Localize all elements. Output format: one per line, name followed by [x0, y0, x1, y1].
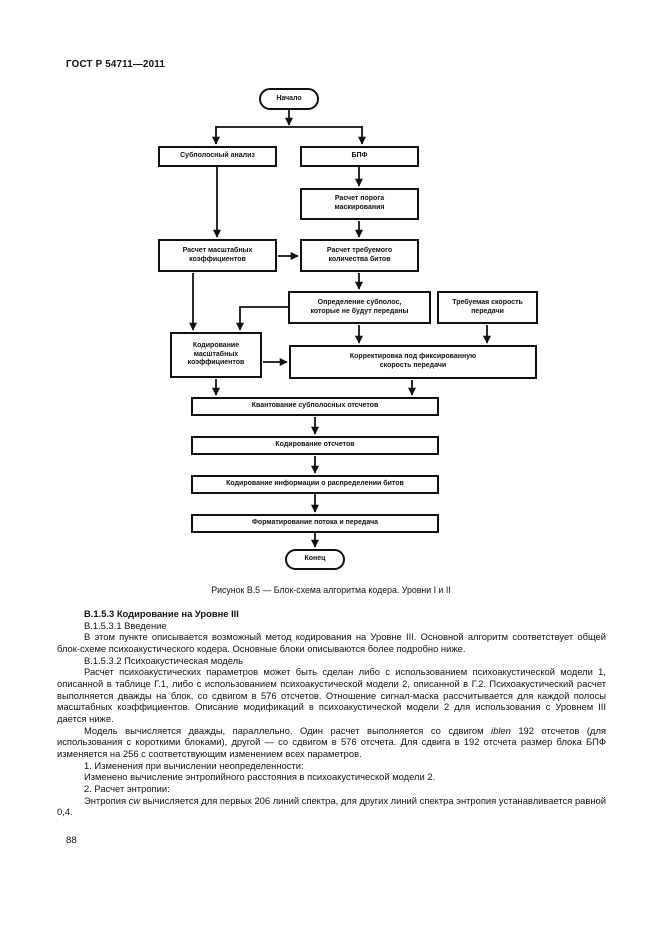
text-segment: Модель вычисляется дважды, параллельно. …: [84, 724, 492, 736]
flow-node-bitalloc-coding: Кодирование информации о распределении б…: [191, 475, 439, 494]
paragraph-psychoacoustic: Расчет психоакустических параметров може…: [57, 666, 606, 724]
flow-node-rate-adjust: Корректировка под фиксированную скорость…: [289, 345, 537, 379]
figure-caption: Рисунок В.5 — Блок-схема алгоритма кодер…: [211, 585, 451, 595]
paragraph-model-calc: Модель вычисляется дважды, параллельно. …: [57, 725, 606, 760]
flow-node-required-bitrate: Требуемая скорость передачи: [437, 291, 538, 324]
flow-node-start: Начало: [259, 88, 319, 110]
flow-node-sample-coding: Кодирование отсчетов: [191, 436, 439, 455]
flow-node-quantize: Квантование субполосных отсчетов: [191, 397, 439, 416]
text-segment: 192 отсчетов (для использования с коротк…: [57, 724, 606, 759]
flow-node-end: Конец: [285, 549, 345, 570]
page-number: 88: [66, 835, 77, 846]
italic-term-iblen: iblen: [491, 724, 511, 736]
flow-node-subband-select: Определение субполос, которые не будут п…: [288, 291, 431, 324]
flow-node-scalefactor-calc: Расчет масштабных коэффициентов: [158, 239, 277, 272]
document-header: ГОСТ Р 54711—2011: [66, 59, 165, 70]
flow-node-subband-analysis: Субполосный анализ: [158, 146, 277, 167]
body-text: В.1.5.3 Кодирование на Уровне III В.1.5.…: [57, 608, 606, 818]
subsection-heading-intro: В.1.5.3.1 Введение: [84, 619, 167, 631]
paragraph-entropy: Энтропия cw вычисляется для первых 206 л…: [57, 795, 606, 818]
flow-node-fft: БПФ: [300, 146, 419, 167]
paragraph-intro: В этом пункте описывается возможный мето…: [57, 631, 606, 654]
flow-node-format-stream: Форматирование потока и передача: [191, 514, 439, 533]
text-segment: Энтропия: [84, 794, 129, 806]
subsection-heading-model: В.1.5.3.2 Психоакустическая модель: [84, 654, 243, 666]
section-heading: В.1.5.3 Кодирование на Уровне III: [84, 608, 239, 619]
text-segment: вычисляется для первых 206 линий спектра…: [57, 794, 606, 818]
list-item-2: 2. Расчет энтропии:: [84, 782, 170, 794]
encoder-flowchart: Начало Субполосный анализ БПФ Расчет пор…: [158, 88, 538, 570]
list-item-1-text: Изменено вычисление энтропийного расстоя…: [84, 771, 436, 783]
italic-term-cw: cw: [128, 794, 141, 806]
flowchart-connectors: [188, 110, 492, 548]
flow-node-masking-threshold: Расчет порога маскирования: [300, 188, 419, 220]
list-item-1: 1. Изменения при вычислении неопределенн…: [84, 759, 304, 771]
flow-node-scalefactor-coding: Кодирование масштабных коэффициентов: [170, 332, 262, 378]
flow-node-bits-calc: Расчет требуемого количества битов: [300, 239, 419, 272]
